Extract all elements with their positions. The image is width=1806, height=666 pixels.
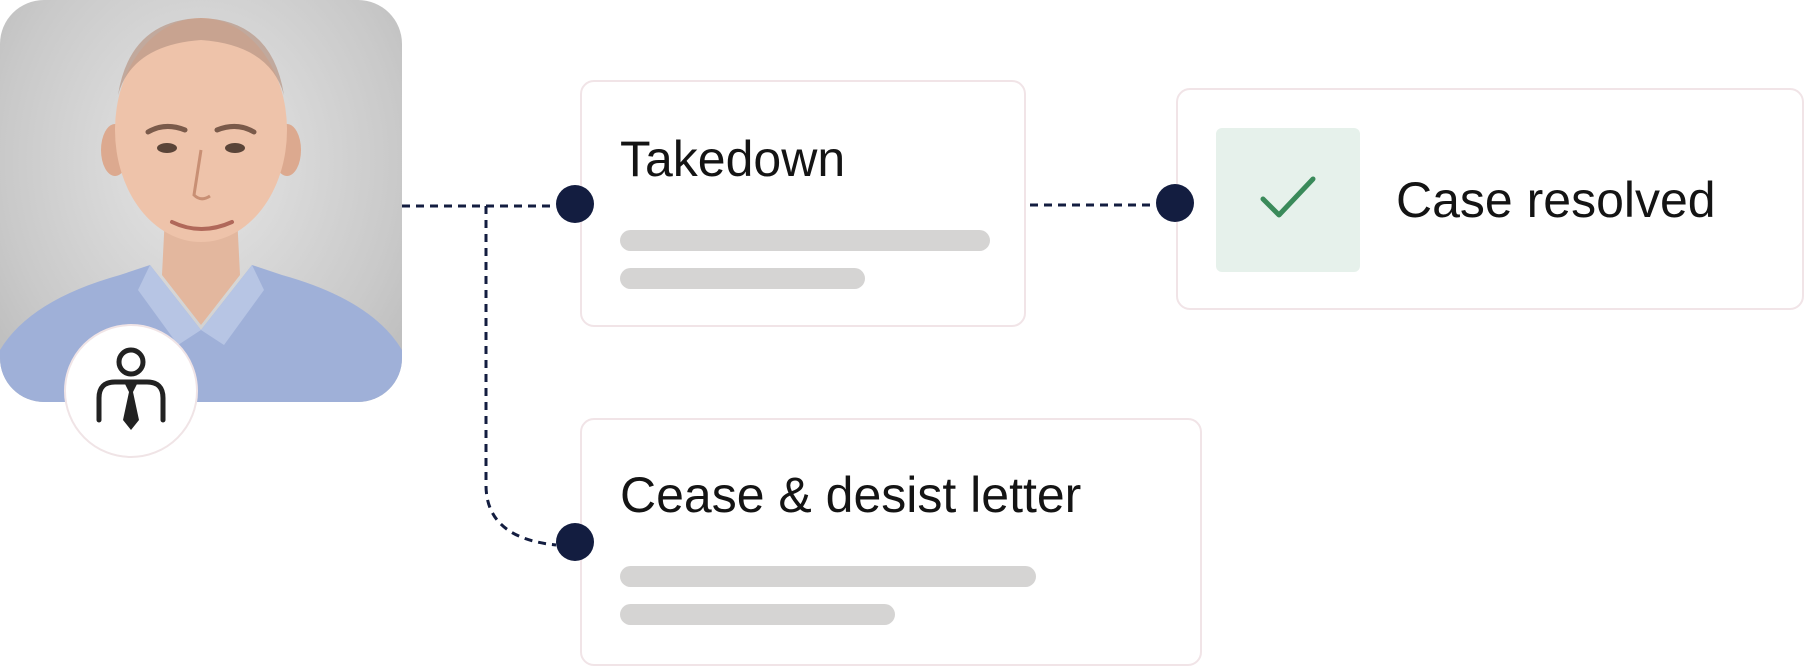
takedown-connector-dot [556, 185, 594, 223]
role-badge [64, 324, 198, 458]
resolved-status-box [1216, 128, 1360, 272]
cease-desist-connector-dot [556, 523, 594, 561]
person-with-tie-icon [95, 346, 167, 437]
case-resolved-card[interactable]: Case resolved [1176, 88, 1804, 310]
placeholder-line [620, 230, 990, 251]
checkmark-icon [1259, 175, 1317, 226]
cease-desist-title: Cease & desist letter [620, 470, 1081, 520]
takedown-title: Takedown [620, 134, 845, 184]
resolved-connector-dot [1156, 184, 1194, 222]
user-photo [0, 0, 402, 402]
placeholder-line [620, 604, 895, 625]
placeholder-line [620, 566, 1036, 587]
case-resolved-title: Case resolved [1396, 175, 1716, 225]
takedown-card[interactable]: Takedown [580, 80, 1026, 327]
cease-desist-card[interactable]: Cease & desist letter [580, 418, 1202, 666]
placeholder-line [620, 268, 865, 289]
